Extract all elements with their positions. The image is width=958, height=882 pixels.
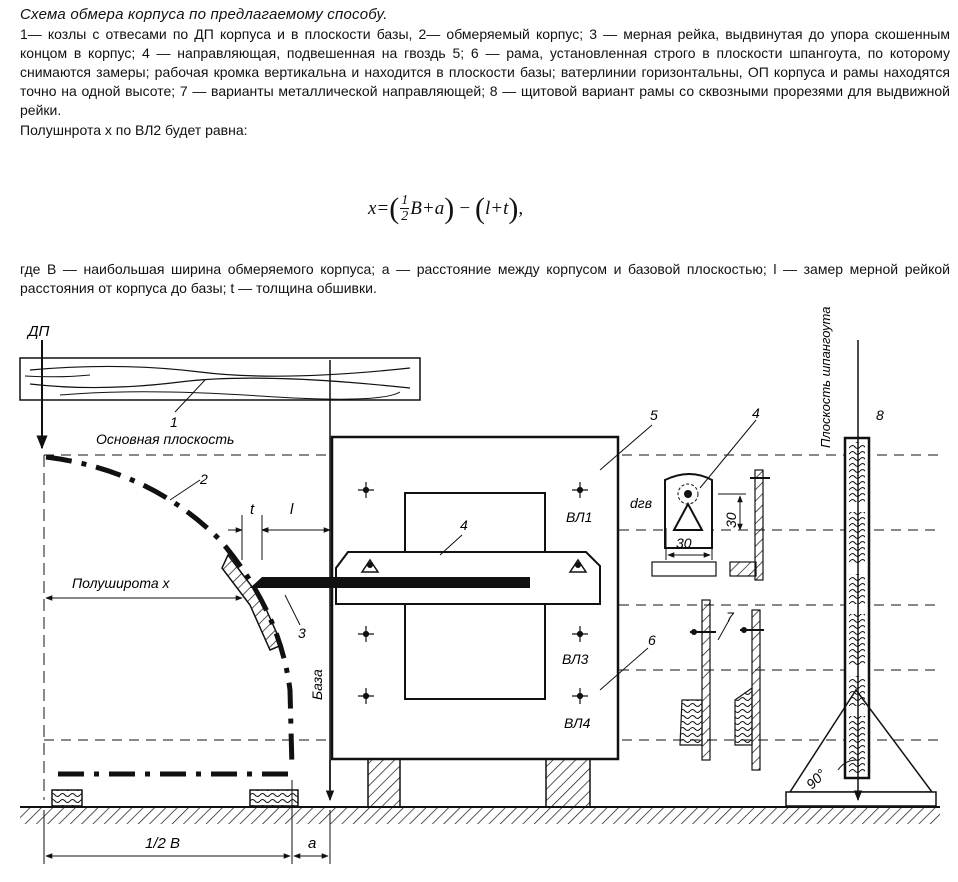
leader-6 bbox=[599, 647, 649, 691]
leader-3 bbox=[284, 594, 301, 626]
leader-4-guide bbox=[439, 534, 463, 556]
wl4-label: ВЛ4 bbox=[564, 715, 591, 731]
label-5: 5 bbox=[650, 407, 658, 423]
formula: x= ( 1 2 B+a ) − ( l+t ) , bbox=[368, 191, 524, 225]
label-7: 7 bbox=[726, 609, 735, 625]
base-label: База bbox=[309, 669, 325, 700]
frame-plane-label: Плоскость шпангоута bbox=[818, 307, 833, 448]
formula-lhs: x= bbox=[368, 197, 390, 219]
measurement-diagram: ДП Основная плоскость 1 2 Полуширота x t… bbox=[19, 307, 940, 864]
panel-frame-8 bbox=[785, 436, 937, 807]
dgv-label: dгв bbox=[630, 495, 652, 511]
formula-part2: l+t bbox=[485, 197, 509, 219]
angle-label: 90° bbox=[803, 766, 830, 793]
leader-5 bbox=[599, 424, 653, 471]
figure-title: Схема обмера корпуса по предлагаемому сп… bbox=[20, 6, 388, 23]
formula-part1: B+a bbox=[410, 197, 445, 219]
half-b-label: 1/2 B bbox=[145, 835, 180, 852]
leader-7 bbox=[717, 621, 729, 641]
formula-legend: где B — наибольшая ширина обмеряемого ко… bbox=[20, 261, 950, 296]
leader-4-detail bbox=[699, 419, 757, 489]
label-1: 1 bbox=[170, 414, 178, 430]
hull-shell-section bbox=[221, 553, 283, 651]
trestle-beam bbox=[19, 357, 421, 401]
formula-denominator: 2 bbox=[401, 209, 409, 224]
formula-end: , bbox=[518, 197, 524, 219]
l-label: l bbox=[290, 501, 294, 518]
t-label: t bbox=[250, 501, 255, 518]
formula-intro: Полушнрота x по ВЛ2 будет равна: bbox=[20, 122, 248, 138]
ground bbox=[20, 806, 940, 824]
hanger-detail bbox=[651, 473, 717, 577]
hull-contour bbox=[45, 454, 295, 777]
label-8: 8 bbox=[876, 407, 884, 423]
label-3: 3 bbox=[298, 625, 306, 641]
leader-1 bbox=[174, 379, 206, 413]
formula-fraction: 1 2 bbox=[400, 193, 410, 224]
dim-30-h-label: 30 bbox=[676, 535, 692, 551]
dim-30-v-label: 30 bbox=[723, 512, 739, 528]
leader-2 bbox=[169, 479, 201, 501]
figure-caption: 1— козлы с отвесами по ДП корпуса и в пл… bbox=[20, 26, 950, 118]
dp-label: ДП bbox=[26, 323, 50, 340]
formula-numerator: 1 bbox=[400, 193, 410, 209]
frame-crosshairs bbox=[358, 482, 588, 704]
label-4-guide: 4 bbox=[460, 517, 468, 533]
measuring-rail-3 bbox=[250, 577, 530, 588]
base-plane-label: Основная плоскость bbox=[96, 431, 234, 447]
wl1-label: ВЛ1 bbox=[566, 509, 592, 525]
a-label: a bbox=[308, 835, 316, 852]
label-4-detail: 4 bbox=[752, 405, 760, 421]
label-6: 6 bbox=[648, 632, 656, 648]
formula-minus: − bbox=[458, 197, 472, 219]
wall-variants bbox=[679, 469, 770, 771]
half-width-label: Полуширота x bbox=[72, 575, 171, 591]
label-2: 2 bbox=[199, 471, 208, 487]
wl3-label: ВЛ3 bbox=[562, 651, 589, 667]
support-blocks bbox=[51, 758, 591, 808]
